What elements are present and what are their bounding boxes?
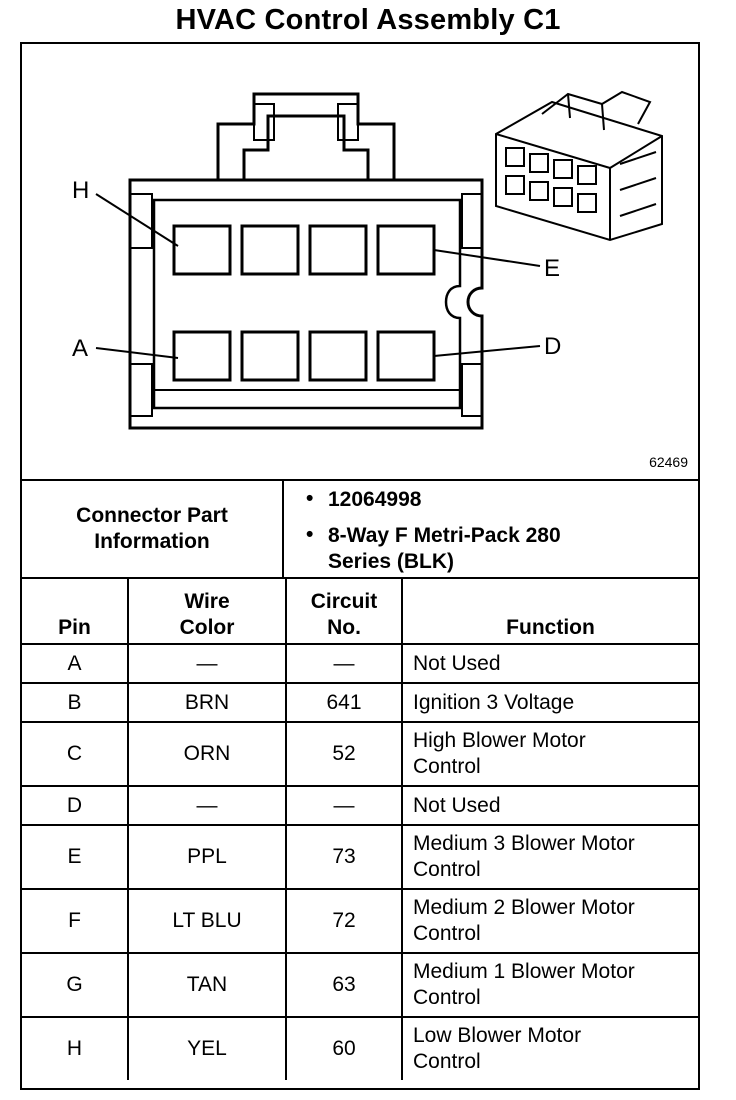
connector-type-item: • 8-Way F Metri-Pack 280 Series (BLK) bbox=[306, 523, 588, 575]
bullet-icon: • bbox=[306, 523, 314, 546]
table-row: C ORN 52 High Blower Motor Control bbox=[22, 721, 698, 787]
wire-color-cell: PPL bbox=[127, 824, 287, 890]
pin-cell: G bbox=[22, 952, 129, 1018]
callout-e: E bbox=[544, 255, 560, 282]
wire-color-cell: BRN bbox=[127, 682, 287, 723]
connector-info-values: • 12064998 • 8-Way F Metri-Pack 280 Seri… bbox=[284, 481, 698, 577]
figure-number: 62469 bbox=[649, 454, 688, 470]
connector-sheet: H A E D 62469 C bbox=[20, 42, 700, 1090]
wire-color-cell: ORN bbox=[127, 721, 287, 787]
table-row: D — — Not Used bbox=[22, 785, 698, 826]
table-row: B BRN 641 Ignition 3 Voltage bbox=[22, 682, 698, 723]
pin-cell: A bbox=[22, 643, 129, 684]
circuit-cell: 72 bbox=[285, 888, 403, 954]
header-function: Function bbox=[401, 579, 698, 645]
table-row: G TAN 63 Medium 1 Blower Motor Control bbox=[22, 952, 698, 1018]
table-row: A — — Not Used bbox=[22, 643, 698, 684]
page-title: HVAC Control Assembly C1 bbox=[175, 4, 561, 36]
connector-isometric-view bbox=[495, 90, 663, 242]
pinout-table: Pin Wire Color Circuit No. Function A — … bbox=[22, 579, 698, 1080]
part-number-item: • 12064998 bbox=[306, 487, 422, 513]
bullet-icon: • bbox=[306, 487, 314, 510]
header-wire-color: Wire Color bbox=[127, 579, 287, 645]
pin-cell: D bbox=[22, 785, 129, 826]
connector-face bbox=[128, 92, 484, 430]
function-cell: Not Used bbox=[401, 785, 698, 826]
circuit-cell: — bbox=[285, 643, 403, 684]
pin-cell: B bbox=[22, 682, 129, 723]
function-cell: High Blower Motor Control bbox=[401, 721, 698, 787]
callout-leaders bbox=[95, 193, 541, 359]
function-cell: Ignition 3 Voltage bbox=[401, 682, 698, 723]
connector-diagram: H A E D 62469 bbox=[22, 44, 698, 479]
function-cell: Medium 3 Blower Motor Control bbox=[401, 824, 698, 890]
wire-color-cell: YEL bbox=[127, 1016, 287, 1080]
part-number: 12064998 bbox=[328, 488, 422, 511]
circuit-cell: 641 bbox=[285, 682, 403, 723]
wire-color-cell: TAN bbox=[127, 952, 287, 1018]
pin-cell: E bbox=[22, 824, 129, 890]
pin-cell: C bbox=[22, 721, 129, 787]
wire-color-cell: — bbox=[127, 785, 287, 826]
pin-cell: F bbox=[22, 888, 129, 954]
connector-info-label: Connector Part Information bbox=[22, 481, 284, 577]
circuit-cell: 60 bbox=[285, 1016, 403, 1080]
table-row: F LT BLU 72 Medium 2 Blower Motor Contro… bbox=[22, 888, 698, 954]
callout-a: A bbox=[72, 335, 88, 362]
wire-color-cell: LT BLU bbox=[127, 888, 287, 954]
callout-h: H bbox=[72, 177, 89, 204]
header-circuit-no: Circuit No. bbox=[285, 579, 403, 645]
callout-d: D bbox=[544, 333, 561, 360]
circuit-cell: — bbox=[285, 785, 403, 826]
header-pin: Pin bbox=[22, 579, 129, 645]
table-row: H YEL 60 Low Blower Motor Control bbox=[22, 1016, 698, 1080]
circuit-cell: 63 bbox=[285, 952, 403, 1018]
wire-color-cell: — bbox=[127, 643, 287, 684]
circuit-cell: 52 bbox=[285, 721, 403, 787]
function-cell: Medium 2 Blower Motor Control bbox=[401, 888, 698, 954]
connector-type: 8-Way F Metri-Pack 280 Series (BLK) bbox=[328, 524, 561, 573]
circuit-cell: 73 bbox=[285, 824, 403, 890]
connector-part-information: Connector Part Information • 12064998 • … bbox=[22, 479, 698, 579]
table-row: E PPL 73 Medium 3 Blower Motor Control bbox=[22, 824, 698, 890]
function-cell: Not Used bbox=[401, 643, 698, 684]
function-cell: Low Blower Motor Control bbox=[401, 1016, 698, 1080]
pin-cell: H bbox=[22, 1016, 129, 1080]
function-cell: Medium 1 Blower Motor Control bbox=[401, 952, 698, 1018]
